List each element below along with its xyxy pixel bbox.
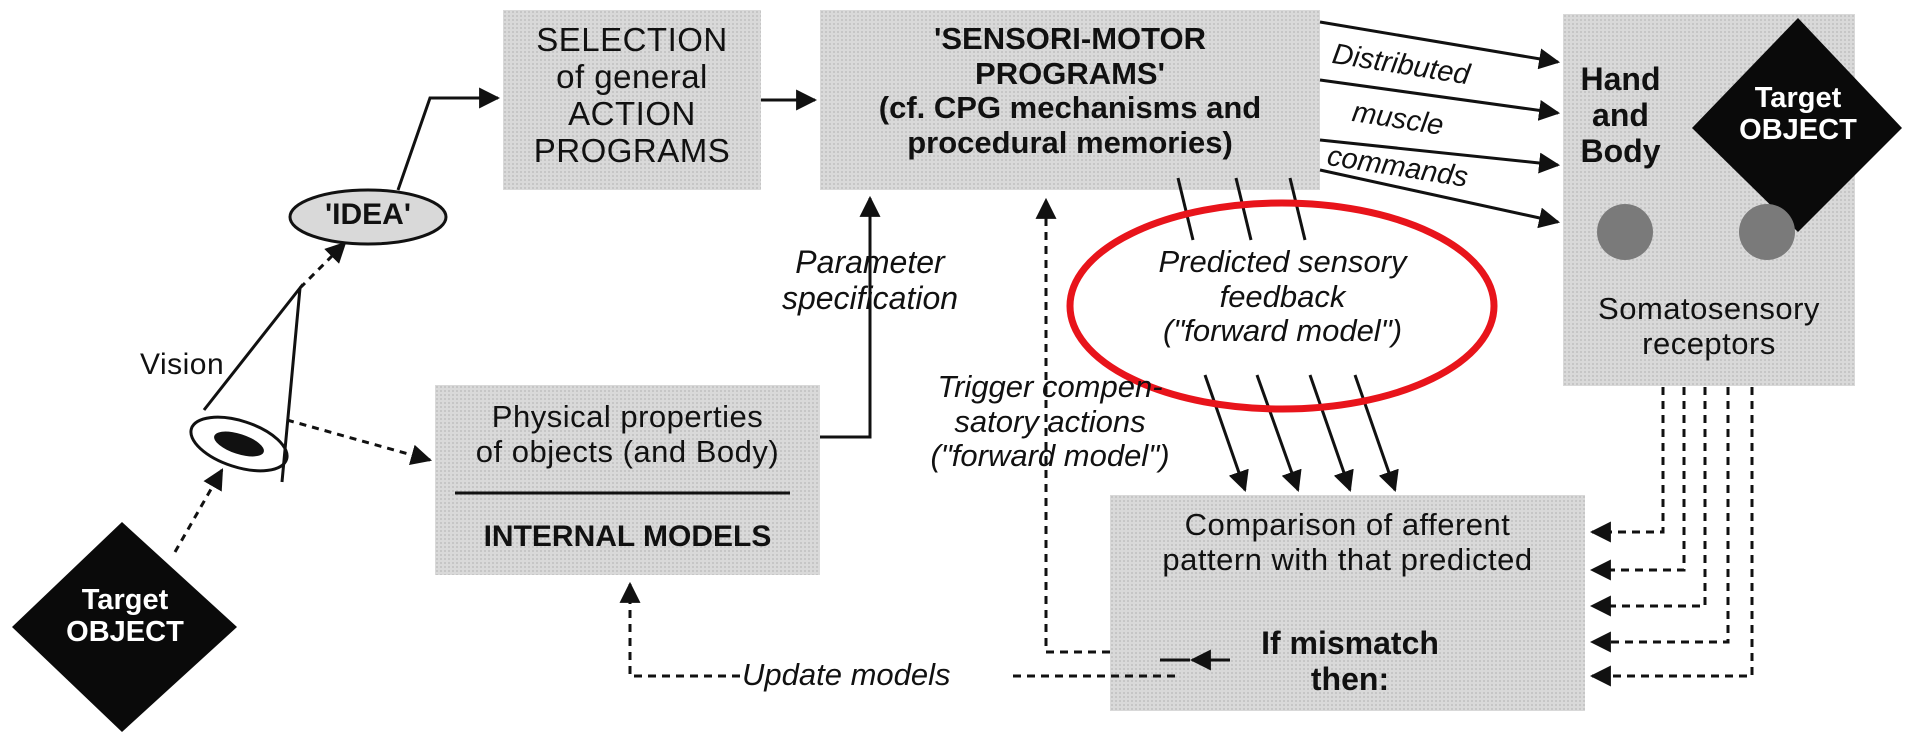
body-line: Body xyxy=(1580,132,1661,169)
parameter-line-1: Parameter xyxy=(795,244,945,280)
sensorimotor-line-2: PROGRAMS' xyxy=(975,55,1165,91)
target-object-label-right: Target OBJECT xyxy=(1715,82,1881,147)
comparison-line-1: Comparison of afferent xyxy=(1184,507,1511,542)
selection-line-4: PROGRAMS xyxy=(533,131,731,169)
physical-line-1: Physical properties xyxy=(491,399,764,434)
comparison-box xyxy=(1110,495,1585,607)
and-line: and xyxy=(1592,96,1649,133)
target-word-left: Target xyxy=(81,584,169,616)
physical-properties-box xyxy=(435,385,820,575)
target-object-diamond-left xyxy=(12,522,237,732)
somatosensory-line-2: receptors xyxy=(1642,325,1776,361)
selection-line-1: SELECTION xyxy=(536,21,728,58)
update-models-label: Update models xyxy=(742,657,951,692)
sensorimotor-box xyxy=(820,10,1320,190)
comparison-line-2: pattern with that predicted xyxy=(1162,541,1533,577)
trigger-compensatory-label: Trigger compen- satory actions ("forward… xyxy=(900,369,1200,474)
selection-label: SELECTION of general ACTION PROGRAMS xyxy=(503,21,761,170)
trigger-line-3: ("forward model") xyxy=(930,438,1170,474)
comparison-label: Comparison of afferent pattern with that… xyxy=(1110,507,1585,577)
sensorimotor-line-4: procedural memories) xyxy=(907,125,1233,161)
object-word-left: OBJECT xyxy=(66,616,184,649)
object-word-right: OBJECT xyxy=(1739,114,1857,147)
trigger-line-2: satory actions xyxy=(954,403,1146,439)
highlight-ellipse xyxy=(1066,199,1498,413)
idea-label: 'IDEA' xyxy=(325,198,411,231)
predicted-line-3: ("forward model") xyxy=(1162,313,1403,349)
hand-body-label: Hand and Body xyxy=(1563,61,1678,169)
physical-line-2: of objects (and Body) xyxy=(475,433,780,469)
hand-receptor-dot xyxy=(1597,204,1653,260)
predicted-feedback-label: Predicted sensory feedback ("forward mod… xyxy=(1110,244,1455,349)
target-word-right: Target xyxy=(1754,82,1842,114)
mismatch-line-1: If mismatch xyxy=(1261,625,1439,661)
parameter-specification-label: Parameter specification xyxy=(760,244,980,317)
object-receptor-dot xyxy=(1739,204,1795,260)
predicted-line-2: feedback xyxy=(1219,278,1346,314)
target-object-label-left: Target OBJECT xyxy=(42,584,208,649)
somatosensory-label: Somatosensory receptors xyxy=(1563,291,1855,361)
vision-label: Vision xyxy=(140,348,225,381)
selection-line-2: of general xyxy=(556,57,708,95)
internal-models-label: INTERNAL MODELS xyxy=(483,520,772,553)
selection-line-3: ACTION xyxy=(568,94,696,132)
idea-ellipse xyxy=(288,188,448,246)
parameter-line-2: specification xyxy=(781,279,959,316)
sensorimotor-line-3: (cf. CPG mechanisms and xyxy=(878,90,1262,126)
somatosensory-line-1: Somatosensory xyxy=(1598,291,1820,326)
predicted-line-1: Predicted sensory xyxy=(1158,244,1407,279)
sensorimotor-line-1: 'SENSORI-MOTOR xyxy=(933,21,1207,56)
mismatch-line-2: then: xyxy=(1310,660,1390,697)
eye-icon xyxy=(189,415,289,473)
selection-box xyxy=(503,10,761,190)
sensorimotor-label: 'SENSORI-MOTOR PROGRAMS' (cf. CPG mechan… xyxy=(820,21,1320,161)
target-object-diamond-right xyxy=(1692,18,1902,232)
hand-line: Hand xyxy=(1580,61,1661,97)
mismatch-label: If mismatch then: xyxy=(1215,625,1485,698)
physical-properties-label: Physical properties of objects (and Body… xyxy=(435,399,820,469)
trigger-line-1: Trigger compen- xyxy=(937,369,1163,404)
